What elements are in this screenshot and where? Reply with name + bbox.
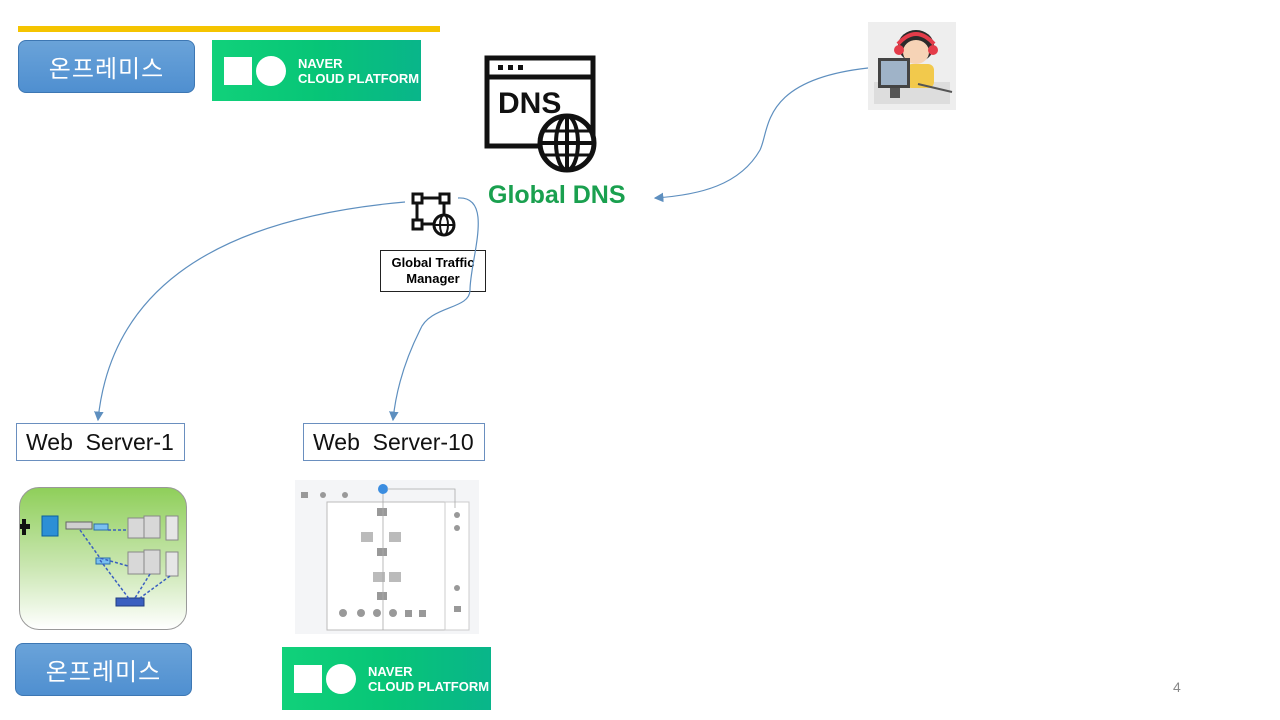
onprem-label-bottom-text: 온프레미스 [45,659,162,686]
web-server-1-text: Web Server-1 [26,428,174,455]
dns-icon-text: DNS [498,87,561,120]
arrow-gtm-to-server-1 [94,201,406,422]
global-dns-title: Global DNS [488,181,626,209]
web-server-10-text: Web Server-10 [313,428,474,455]
ncp-logo-line1: NAVER [298,55,343,71]
ncp-logo-top: NAVER CLOUD PLATFORM [212,40,421,101]
web-server-10-label: Web Server-10 [303,423,485,461]
dns-globe-icon: DNS [484,55,597,173]
ncp-logo-bottom-line2: CLOUD PLATFORM [368,678,490,694]
onprem-label-text: 온프레미스 [48,56,165,83]
ncp-logo-mark [224,55,286,86]
ncp-logo-bottom-mark [294,663,356,694]
page-number: 4 [1173,679,1181,695]
accent-bar [18,26,440,32]
onprem-label-top[interactable]: 온프레미스 [18,40,195,93]
ncp-logo-line2: CLOUD PLATFORM [298,70,420,86]
global-traffic-manager-box: Global Traffic Manager [380,250,486,292]
ncp-logo-bottom: NAVER CLOUD PLATFORM [282,647,491,710]
user-at-computer-icon [868,22,956,110]
ncp-logo-bottom-line1: NAVER [368,663,413,679]
ncp-architecture-diagram [295,480,479,634]
network-globe-icon [411,192,456,237]
onprem-network-diagram [19,487,187,630]
gtm-label-line2: Manager [406,271,460,286]
arrow-user-to-dns [653,67,869,203]
onprem-label-bottom[interactable]: 온프레미스 [15,643,192,696]
arrow-gtm-to-server-10 [389,197,479,422]
gtm-label-line1: Global Traffic [391,255,475,270]
web-server-1-label: Web Server-1 [16,423,185,461]
